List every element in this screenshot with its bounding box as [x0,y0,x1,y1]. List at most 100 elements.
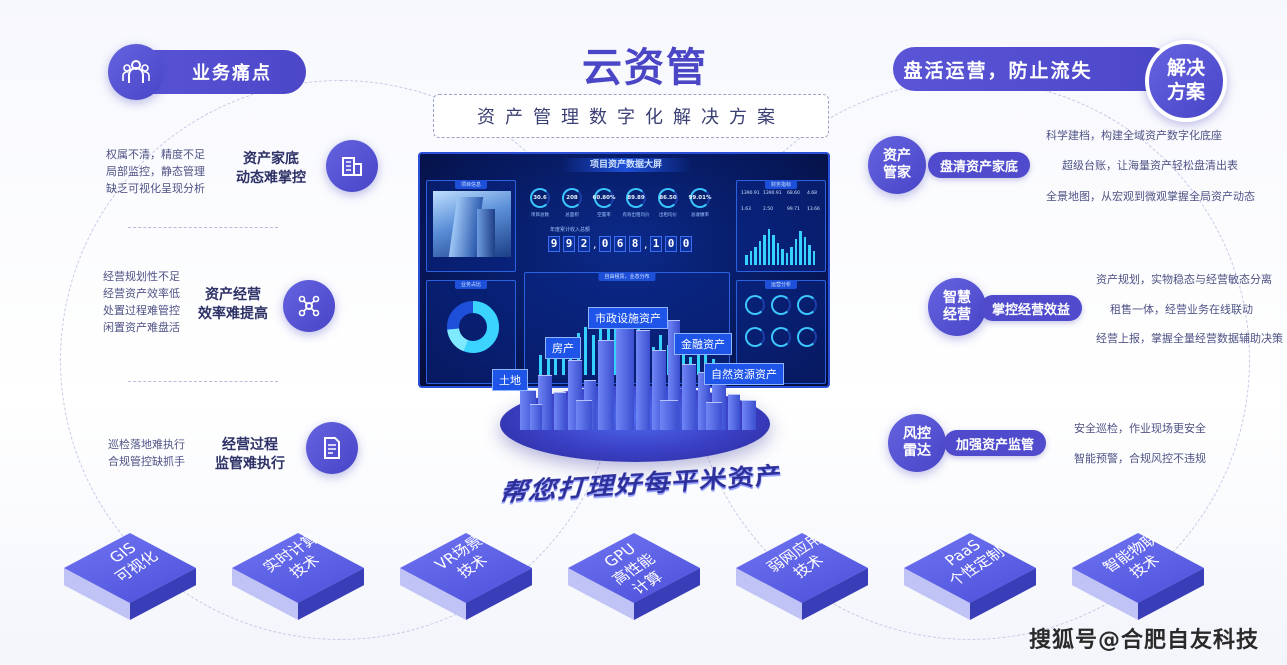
chart-bar [772,235,775,265]
chart-bar [614,325,617,375]
chart-bar [539,355,542,375]
solution-point: 超级台账，让海量资产轻松盘清出表 [1062,159,1238,172]
solution-title: 盘活运营，防止流失 [903,59,1093,82]
pain-point: 经营规划性不足 [103,270,180,283]
building [636,330,650,430]
chart-bar [767,229,770,265]
kpi-label: 总面积 [565,213,579,218]
solution-point: 安全巡检，作业现场更安全 [1074,422,1206,435]
label-municipal-assets: 市政设施资产 [588,307,668,329]
kpi-label: 项目总数 [531,213,549,218]
finance-value: 2.50 [763,207,774,212]
chart-bar [781,249,784,265]
document-icon [306,422,358,474]
kpi-label: 出租均价 [659,213,677,218]
ops-gauge [745,327,765,347]
building [660,400,678,430]
pain-points-list-3: 巡检落地难执行 合规管控缺抓手 [85,436,185,470]
pain-label-3: 经营过程 监管难执行 [215,437,285,472]
label-real-estate: 房产 [545,337,581,359]
chart-bar [591,335,595,375]
risk-radar-pill: 加强资产监管 [944,430,1047,456]
solution-point: 智能预警，合规风控不违规 [1074,452,1206,465]
solution-point: 科学建档，构建全域资产数字化底座 [1046,129,1222,142]
kpi-gauge: 99.01% [689,188,711,208]
document-icon-glyph [324,437,340,459]
ops-gauge [797,295,817,315]
chart-bar [681,349,685,375]
donut-chart [447,301,499,353]
pain-label-1: 资产家底 动态难掌控 [236,151,306,186]
smart-ops-pill: 掌控经营效益 [980,295,1083,321]
pain-point: 经营资产效率低 [103,287,180,300]
chart-bar [785,253,788,265]
counter-digit: 0 [599,236,611,252]
watermark: 搜狐号@合肥自友科技 [1028,628,1259,653]
tower-shape [477,209,495,257]
kpi-label: 有效出租均价 [622,213,650,218]
finance-value: 1.63 [741,207,752,212]
subtitle: 资产管理数字化解决方案 [433,94,829,138]
chart-bar [754,247,757,265]
solution-point: 租售一体，经营业务在线联动 [1110,303,1253,316]
risk-radar-circle: 风控 雷达 [888,414,946,472]
chart-bar [745,255,748,265]
tech-cube: VR场景 技术 [396,525,536,630]
counter-digit: 0 [665,236,677,252]
dashboard-title: 项目资产数据大屏 [560,158,692,172]
building [706,402,722,430]
panel-tag: 项目信息 [454,180,488,189]
counter-digit: 0 [680,236,692,252]
tech-cube: PaaS 个性定制 [900,525,1040,630]
solution-badge: 解决 方案 [1145,40,1227,122]
building [598,340,614,430]
tech-cube: 智能物联 技术 [1068,525,1208,630]
panel-tag: 业务占比 [454,280,488,289]
building-photo [433,191,511,257]
asset-butler-circle: 资产 管家 [868,136,926,194]
tech-cube: GIS 可视化 [60,525,200,630]
pain-points-title: 业务痛点 [192,63,272,84]
finance-value: 4.68 [807,191,818,196]
smart-ops-circle: 智慧 经营 [928,278,986,336]
ops-gauge [745,295,765,315]
project-info-panel: 项目信息 [426,180,516,272]
label-natural-resources: 自然资源资产 [704,363,784,385]
finance-value: 13.66 [807,207,820,212]
kpi-gauge: 89.89 [626,188,646,208]
counter-digit: 6 [614,236,626,252]
chart-bar [758,241,761,265]
ops-gauge [771,327,791,347]
building-icon [326,140,378,192]
chart-bar [696,351,700,375]
counter-digit: 2 [578,236,590,252]
finance-value: 1390.91 [763,191,782,196]
finance-value: 68.60 [787,191,800,196]
solution-point: 经营上报，掌握全量经营数据辅助决策 [1096,332,1283,345]
kpi-gauge: 86.50 [658,188,678,208]
counter-digit: 9 [563,236,575,252]
label-land: 土地 [492,369,528,391]
kpi-gauge: 208 [562,188,582,208]
building [576,400,592,430]
asset-butler-pill: 盘清资产家底 [928,152,1031,178]
counter-digit: , [593,238,597,251]
counter-digit: 1 [650,236,662,252]
pain-point: 权属不清，精度不足 [106,148,205,161]
chart-bar [749,251,752,265]
chart-bar [776,243,779,265]
pain-point: 合规管控缺抓手 [108,455,185,468]
users-icon-glyph [122,60,150,83]
divider [128,227,278,228]
pain-points-list-1: 权属不清，精度不足 局部监控，静态管理 缺乏可视化呈现分析 [95,146,205,197]
kpi-label: 空置率 [597,213,611,218]
chart-bar [763,235,766,265]
solution-point: 资产规划，实物稳态与经营敏态分离 [1096,273,1272,286]
counter-label: 年度累计收入总额 [550,227,591,233]
building [682,364,696,430]
pain-point: 局部监控，静态管理 [106,165,205,178]
kpi-label: 总收缴率 [691,213,709,218]
counter-digit: 9 [548,236,560,252]
network-icon [283,280,335,332]
